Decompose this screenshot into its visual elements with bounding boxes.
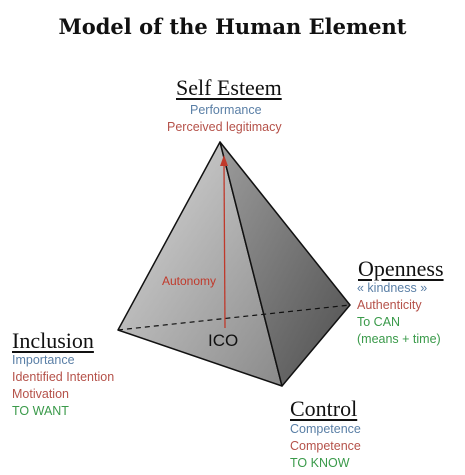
- autonomy-arrow-head: [220, 155, 228, 166]
- openness-line-1: « kindness »: [357, 281, 428, 295]
- openness-line-2: Authenticity: [357, 298, 422, 312]
- self-esteem-line-1: Performance: [190, 103, 262, 117]
- ico-label: ICO: [208, 331, 238, 350]
- heading-inclusion: Inclusion: [12, 328, 94, 353]
- autonomy-label: Autonomy: [162, 274, 216, 288]
- inclusion-line-3: Motivation: [12, 387, 69, 401]
- heading-openness: Openness: [358, 256, 444, 281]
- heading-self-esteem: Self Esteem: [176, 75, 282, 100]
- self-esteem-line-2: Perceived legitimacy: [167, 120, 282, 134]
- inclusion-line-1: Importance: [12, 353, 75, 367]
- pyramid-right-face: [219, 141, 351, 387]
- diagram-title: Model of the Human Element: [58, 14, 407, 39]
- openness-line-4: (means + time): [357, 332, 441, 346]
- pyramid-hidden-edge: [117, 304, 351, 331]
- heading-control: Control: [290, 396, 358, 421]
- control-line-1: Competence: [290, 422, 361, 436]
- control-line-3: TO KNOW: [290, 456, 350, 470]
- inclusion-line-2: Identified Intention: [12, 370, 115, 384]
- openness-line-3: To CAN: [357, 315, 401, 329]
- inclusion-line-4: TO WANT: [12, 404, 69, 418]
- autonomy-arrow-line: [223, 162, 226, 329]
- control-line-2: Competence: [290, 439, 361, 453]
